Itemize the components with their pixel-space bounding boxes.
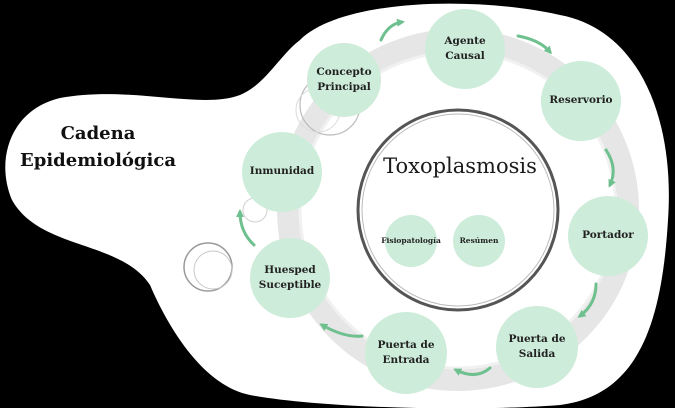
cycle-arrow (236, 209, 256, 247)
center-circle-outline (361, 113, 555, 307)
cycle-arrow (453, 366, 492, 376)
diagram-title: Cadena Epidemiológica (20, 123, 176, 171)
node-reservorio[interactable]: Reservorio (541, 61, 621, 141)
cycle-arrow (604, 148, 616, 188)
node-huesped-suceptible[interactable]: Huesped Suceptible (250, 238, 330, 318)
node-fisiopatologia[interactable]: Fisiopatología (381, 215, 441, 267)
decor-circle (193, 250, 233, 290)
node-inmunidad[interactable]: Inmunidad (242, 132, 322, 212)
cycle-arrow (516, 34, 552, 55)
node-portador[interactable]: Portador (568, 196, 648, 276)
cycle-arrow (319, 323, 364, 338)
node-resumen[interactable]: Resúmen (453, 215, 505, 267)
center-title: Toxoplasmosis (383, 154, 537, 178)
cycle-arrow (577, 282, 598, 318)
center-circle (356, 108, 560, 312)
node-concepto-principal[interactable]: Concepto Principal (307, 43, 381, 117)
background-blob (5, 3, 669, 408)
node-agente-causal[interactable]: Agente Causal (425, 9, 505, 89)
node-puerta-de-entrada[interactable]: Puerta de Entrada (365, 312, 447, 394)
node-puerta-de-salida[interactable]: Puerta de Salida (496, 306, 578, 388)
cycle-arrow (379, 18, 405, 42)
